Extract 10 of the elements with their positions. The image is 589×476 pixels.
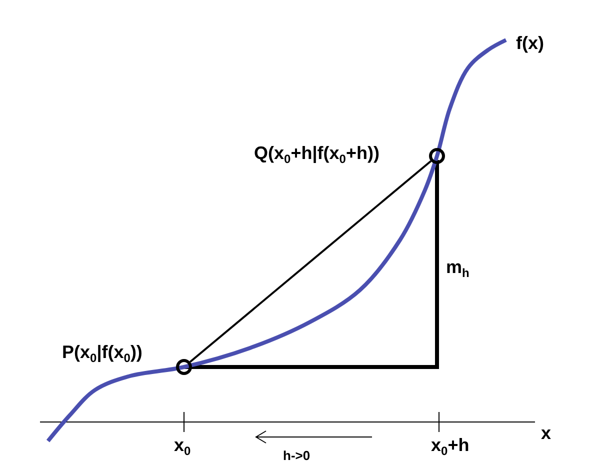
tick-label: x$_{0}$+h [431,436,470,457]
point-label: P(x$_{0}$|f(x$_{0}$)) [62,343,142,364]
point-marker [429,148,445,164]
segment-label: m$_{h}$ [446,258,470,279]
point-label: Q(x$_{0}$+h|f(x$_{0}$+h)) [254,144,380,165]
function-label: f(x) [516,34,544,52]
direction-label: h->0 [283,449,310,462]
point-marker [176,359,192,375]
axis-label: x [541,424,552,442]
tick-label: x$_{0}$ [174,436,191,457]
